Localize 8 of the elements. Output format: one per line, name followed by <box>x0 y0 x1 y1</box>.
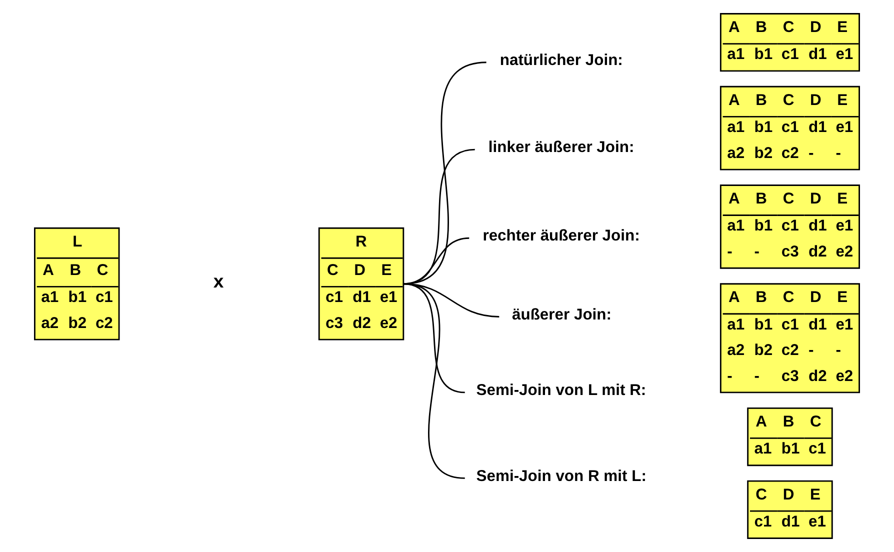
label: x <box>213 270 224 292</box>
node-text: Semi-Join von R mit L: <box>476 468 646 485</box>
node-text: äußerer Join: <box>512 306 612 324</box>
connector <box>403 283 465 479</box>
node-text: rechter äußerer Join: <box>482 228 640 245</box>
node-text: natürlicher Join: <box>500 52 623 69</box>
node-text: Semi-Join von L mit R: <box>476 382 646 400</box>
node-text: linker äußerer Join: <box>488 139 634 156</box>
